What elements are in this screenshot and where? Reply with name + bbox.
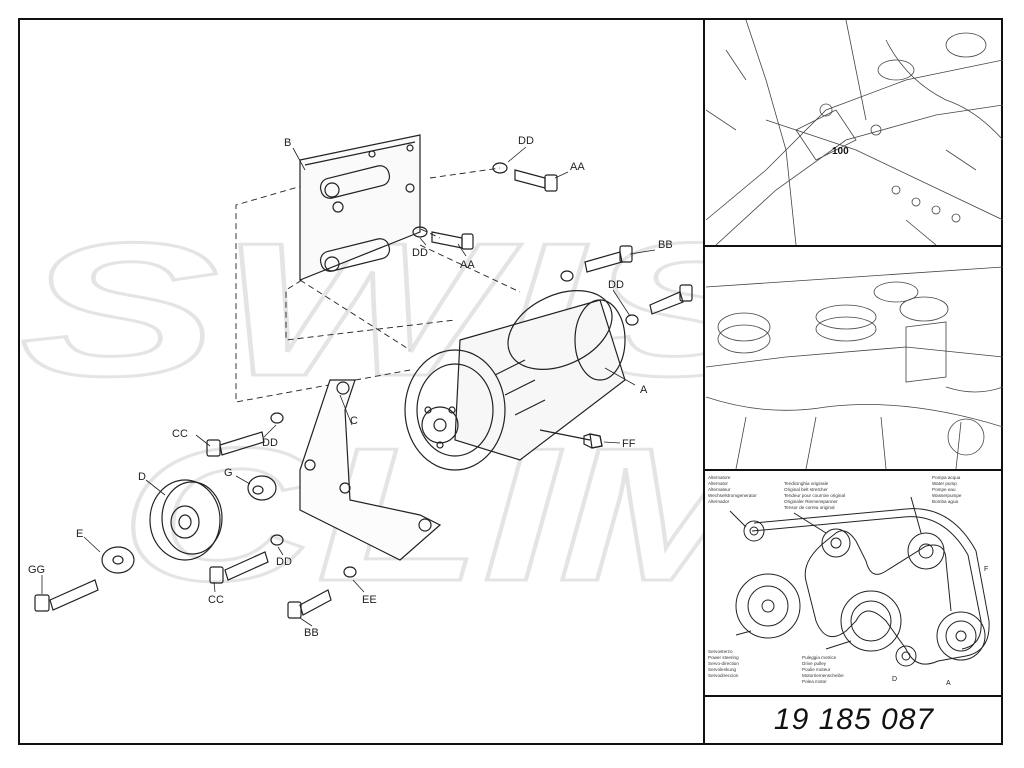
svg-text:Motorriemenscheibe: Motorriemenscheibe — [802, 673, 844, 678]
panel-divider-1 — [703, 245, 1003, 247]
svg-text:Polea motor: Polea motor — [802, 679, 827, 684]
label-dd-4: DD — [262, 437, 278, 449]
svg-text:Puleggia motrice: Puleggia motrice — [802, 655, 837, 660]
drive-pulley-labels: Puleggia motrice Drive pulley Poulie mot… — [802, 655, 844, 684]
label-d: D — [138, 471, 146, 483]
idler-pulley-d — [149, 479, 223, 561]
bolt-aa-upper — [492, 162, 558, 192]
water-pump-pulley — [907, 532, 945, 570]
svg-text:Water pump: Water pump — [932, 481, 957, 486]
idler-d — [895, 645, 917, 667]
svg-text:Alternador: Alternador — [708, 499, 730, 504]
nut-ff — [583, 433, 603, 449]
label-ff: FF — [622, 438, 636, 450]
svg-text:Servosterzo: Servosterzo — [708, 649, 733, 654]
alternator-labels: Alternatore Alternator Alternateur Wechs… — [708, 475, 757, 504]
compressor-a — [404, 290, 626, 471]
callout-labels: B DD AA DD AA BB DD A FF C CC DD G D E G… — [28, 135, 673, 639]
label-cc-2: CC — [208, 594, 224, 606]
drive-pulley — [840, 590, 902, 652]
tensioner-pulley — [821, 528, 851, 558]
bolt-bb-lower — [287, 566, 357, 619]
svg-text:Tendicinghia originale: Tendicinghia originale — [784, 481, 829, 486]
svg-text:Tendeur pour courroie original: Tendeur pour courroie original — [784, 493, 845, 498]
svg-text:Pompa acqua: Pompa acqua — [932, 475, 961, 480]
bracket-b — [299, 134, 421, 281]
svg-text:Tensor de correa original: Tensor de correa original — [784, 505, 835, 510]
svg-text:Alternator: Alternator — [708, 481, 728, 486]
label-b: B — [284, 137, 291, 149]
panel-divider-2 — [703, 469, 1003, 471]
spacer-g — [247, 475, 277, 501]
svg-text:Servolenkung: Servolenkung — [708, 667, 737, 672]
label-dd-5: DD — [276, 556, 292, 568]
svg-text:Alternateur: Alternateur — [708, 487, 731, 492]
panel-divider-3 — [703, 695, 1003, 697]
label-aa-1: AA — [570, 161, 585, 173]
power-steering-pulley — [735, 573, 801, 639]
label-a: A — [640, 384, 648, 396]
svg-text:Original belt stretcher: Original belt stretcher — [784, 487, 828, 492]
photo-callout-100: 100 — [832, 146, 849, 157]
belt-label-d: D — [892, 676, 897, 683]
label-g: G — [224, 467, 233, 479]
bolt-cc-lower — [209, 534, 284, 584]
bracket-c — [299, 379, 442, 561]
svg-text:Servo-direction: Servo-direction — [708, 661, 739, 666]
washer-e — [101, 546, 135, 574]
label-gg: GG — [28, 564, 45, 576]
svg-text:Poulie moteur: Poulie moteur — [802, 667, 831, 672]
label-bb-1: BB — [658, 239, 673, 251]
tensioner-labels: Tendicinghia originale Original belt str… — [784, 481, 845, 510]
power-steering-labels: Servosterzo Power steering Servo-directi… — [708, 649, 739, 678]
label-bb-2: BB — [304, 627, 319, 639]
svg-text:Alternatore: Alternatore — [708, 475, 731, 480]
belt-label-a: A — [946, 680, 951, 687]
label-c: C — [350, 415, 358, 427]
belt-diagram: Alternatore Alternator Alternateur Wechs… — [708, 475, 990, 687]
svg-text:Power steering: Power steering — [708, 655, 739, 660]
compressor-pulley — [936, 611, 986, 661]
water-pump-labels: Pompa acqua Water pump Pompe eau Wasserp… — [932, 475, 962, 504]
bolt-cc-upper — [206, 412, 284, 457]
label-dd-3: DD — [608, 279, 624, 291]
engine-photo-top: 100 — [706, 20, 1003, 245]
label-aa-2: AA — [460, 259, 475, 271]
svg-text:Bomba agua: Bomba agua — [932, 499, 958, 504]
bolt-aa-lower — [412, 226, 474, 250]
panel-divider-vertical — [703, 18, 705, 745]
svg-text:Drive pulley: Drive pulley — [802, 661, 827, 666]
label-dd-1: DD — [518, 135, 534, 147]
exploded-view: SWISS CLIMA — [20, 134, 703, 639]
svg-text:Originaler Riemenspanner: Originaler Riemenspanner — [784, 499, 838, 504]
label-cc-1: CC — [172, 428, 188, 440]
engine-photo-middle — [706, 266, 1003, 469]
svg-text:Wechselstromgenerator: Wechselstromgenerator — [708, 493, 757, 498]
alternator-pulley — [743, 520, 765, 542]
svg-text:Servodireccion: Servodireccion — [708, 673, 739, 678]
belt-f — [753, 508, 990, 665]
label-e: E — [76, 528, 83, 540]
bolt-gg — [34, 579, 99, 612]
svg-text:Wasserpumpe: Wasserpumpe — [932, 493, 962, 498]
belt-label-f: F — [984, 566, 988, 573]
label-ee: EE — [362, 594, 377, 606]
label-dd-2: DD — [412, 247, 428, 259]
part-number: 19 185 087 — [773, 703, 935, 736]
svg-text:Pompe eau: Pompe eau — [932, 487, 956, 492]
